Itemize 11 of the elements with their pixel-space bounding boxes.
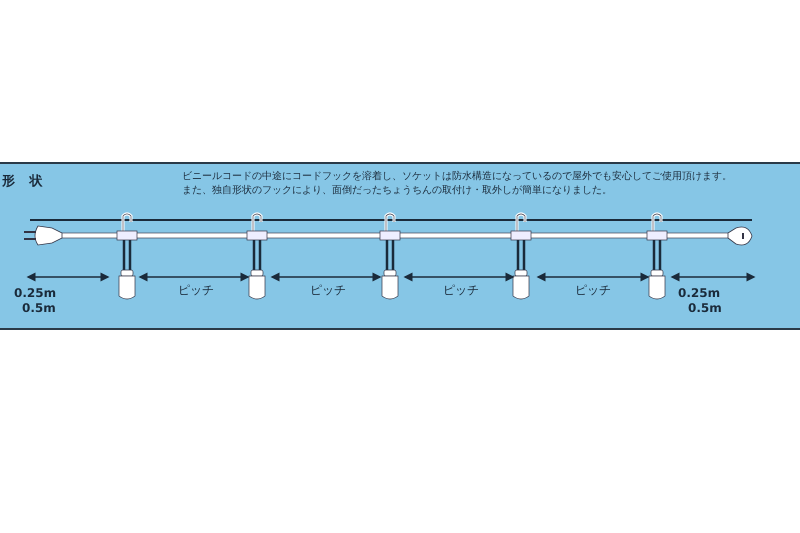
length-label: 0.5m: [22, 300, 56, 317]
description-text: ビニールコードの中途にコードフックを溶着し、ソケットは防水構造になっているので屋外でも安心してご使用頂けます。: [182, 171, 732, 183]
length-label: 0.25m: [678, 285, 720, 302]
length-label: 0.5m: [688, 300, 722, 317]
pitch-label: ピッチ: [309, 282, 347, 299]
section-title: 形 状: [2, 173, 43, 191]
pitch-label: ピッチ: [442, 282, 480, 299]
pitch-label: ピッチ: [177, 282, 215, 299]
pitch-label: ピッチ: [574, 282, 612, 299]
length-label: 0.25m: [14, 285, 56, 302]
description-text: また、独自形状のフックにより、面倒だったちょうちんの取付け・取外しが簡単になりました。: [182, 185, 612, 197]
